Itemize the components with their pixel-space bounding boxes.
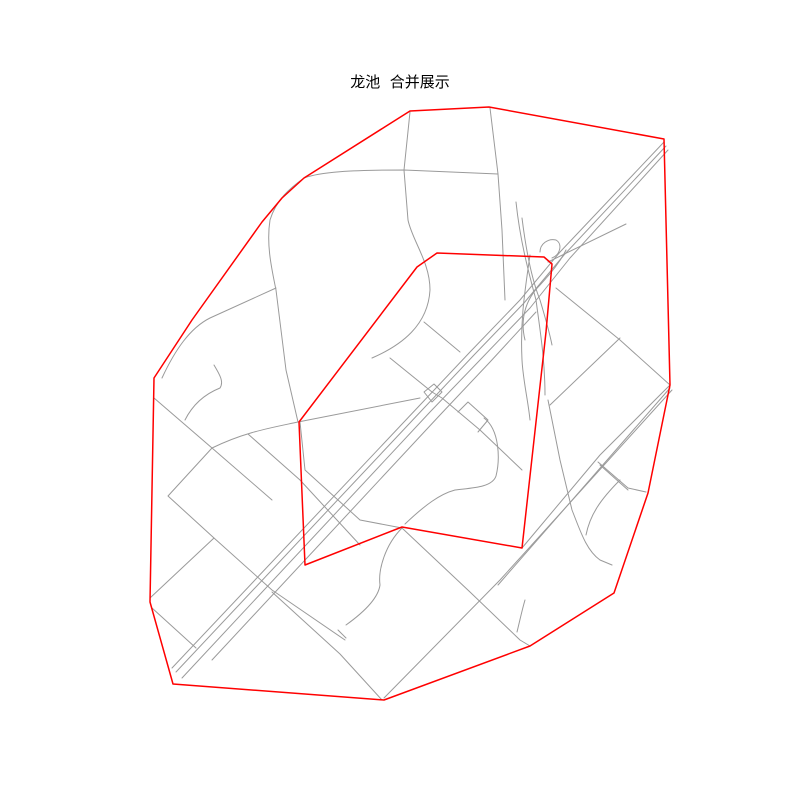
road-west-12: [337, 629, 347, 639]
road-west-1: [161, 287, 277, 379]
road-ramp-3: [522, 249, 567, 341]
road-ramp-5: [547, 223, 627, 263]
road-expressway-3: [181, 149, 669, 679]
road-east-1: [555, 287, 671, 386]
road-east-9: [497, 387, 671, 586]
inner-boundary: [298, 252, 553, 566]
road-west-7: [211, 447, 273, 501]
road-north-1: [303, 169, 499, 179]
road-west-10: [213, 537, 346, 641]
road-west-11: [151, 607, 197, 649]
map-title: 龙池 合并展示: [350, 73, 450, 91]
road-east-4: [547, 399, 613, 566]
road-ramp-4: [539, 239, 561, 259]
road-central-2: [389, 357, 523, 471]
road-north-3: [489, 107, 506, 301]
road-central-3: [423, 383, 443, 403]
road-east-2: [549, 337, 621, 406]
road-east-7: [585, 479, 621, 536]
district-boundaries: [149, 106, 671, 701]
road-west-3: [153, 397, 213, 449]
road-expressway-1: [171, 141, 665, 669]
road-central-7: [299, 421, 403, 529]
outer-boundary: [149, 106, 671, 701]
road-central-5: [404, 417, 499, 525]
road-network: [149, 107, 673, 701]
road-central-1: [423, 321, 461, 353]
road-west-9: [149, 537, 215, 599]
road-west-6: [167, 447, 215, 539]
road-ramp-1: [515, 201, 546, 396]
road-ramp-6: [521, 254, 531, 421]
road-expressway-4: [211, 311, 537, 661]
road-east-3: [521, 384, 671, 549]
road-central-9: [271, 591, 383, 701]
road-east-5: [597, 461, 647, 493]
road-north-2: [371, 111, 431, 359]
road-west-2: [184, 364, 223, 421]
road-north-4: [268, 177, 305, 423]
road-central-4: [457, 401, 489, 433]
road-west-4: [297, 397, 421, 423]
road-east-6: [599, 464, 629, 491]
road-west-8: [247, 433, 361, 546]
road-east-8: [383, 389, 673, 699]
road-ramp-2: [521, 217, 553, 346]
road-east-10: [516, 599, 526, 633]
road-central-8: [401, 527, 531, 647]
road-west-5: [211, 421, 299, 449]
road-central-6: [345, 527, 403, 626]
road-expressway-2: [175, 145, 667, 673]
